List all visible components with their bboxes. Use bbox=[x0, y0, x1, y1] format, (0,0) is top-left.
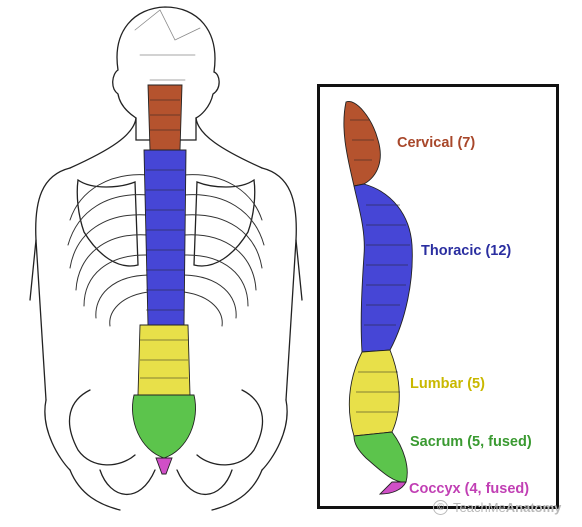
lumbar-label: Lumbar (5) bbox=[410, 376, 485, 392]
head-outline bbox=[112, 6, 220, 141]
side-sacrum bbox=[353, 431, 408, 483]
head-sutures bbox=[134, 9, 201, 81]
watermark: © TeachMeAnatomy bbox=[433, 500, 561, 515]
right-scapula bbox=[193, 178, 256, 267]
left-scapula bbox=[76, 178, 139, 267]
side-cervical bbox=[343, 101, 381, 187]
copyright-icon: © bbox=[433, 500, 448, 515]
back-spine bbox=[132, 84, 196, 475]
torso-outline bbox=[35, 167, 297, 401]
arms-outline bbox=[29, 239, 303, 471]
coccyx-label: Coccyx (4, fused) bbox=[409, 481, 530, 497]
hips-outline bbox=[69, 469, 263, 511]
pelvis-outline bbox=[68, 389, 264, 495]
neck-outline bbox=[69, 117, 263, 169]
back-coccyx bbox=[155, 457, 173, 475]
back-thoracic bbox=[143, 149, 187, 326]
watermark-text: TeachMeAnatomy bbox=[453, 500, 562, 515]
sacrum-label: Sacrum (5, fused) bbox=[410, 434, 532, 450]
cervical-label: Cervical (7) bbox=[397, 135, 476, 151]
side-spine bbox=[343, 101, 413, 495]
back-cervical bbox=[147, 84, 183, 151]
thoracic-label: Thoracic (12) bbox=[421, 243, 512, 259]
back-sacrum bbox=[132, 394, 196, 459]
side-coccyx bbox=[378, 481, 407, 495]
ribs bbox=[67, 174, 265, 327]
